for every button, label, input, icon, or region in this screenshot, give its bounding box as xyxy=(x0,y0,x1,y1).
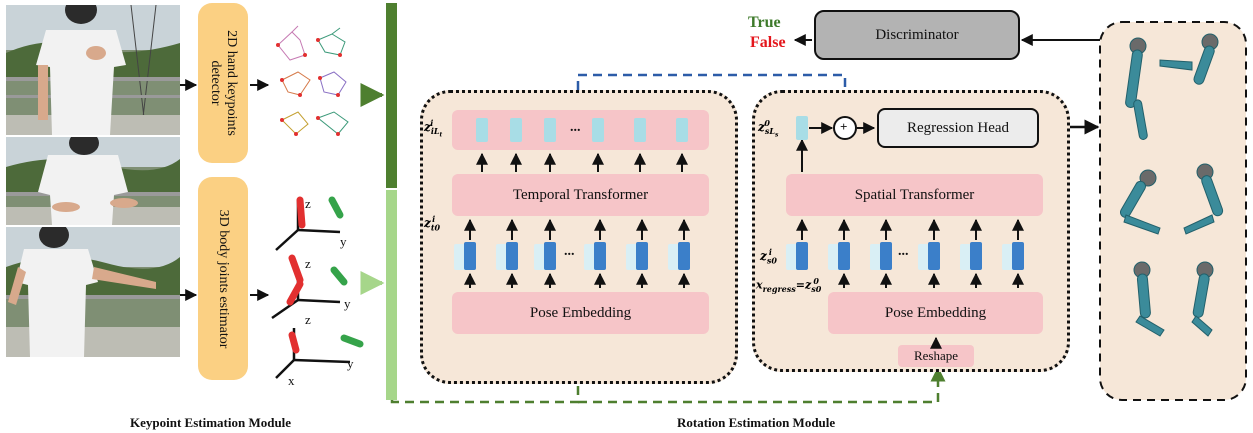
hand-keypoint-plots xyxy=(276,25,349,136)
input-frame-1 xyxy=(6,5,180,135)
spatial-transformer: Spatial Transformer xyxy=(786,174,1043,216)
regression-head: Regression Head xyxy=(877,108,1039,148)
temporal-input-token-row xyxy=(454,242,690,270)
temporal-output-tokens xyxy=(452,110,709,150)
body-joint-estimator: 3D body joints estimator xyxy=(198,177,248,380)
spatial-input-label: zs0i xyxy=(760,247,777,266)
keypoint-module-label: Keypoint Estimation Module xyxy=(130,415,292,430)
hand-feature-bar xyxy=(386,3,397,188)
spatial-pose-embedding: Pose Embedding xyxy=(828,292,1043,334)
temporal-arrows xyxy=(464,152,690,288)
axis-z-2: z xyxy=(305,256,311,271)
axis-z-3: z xyxy=(305,312,311,327)
spatial-input-token-row xyxy=(786,242,1024,270)
spatial-arrows xyxy=(796,122,1024,349)
axis-y-2: y xyxy=(344,296,351,311)
body-feature-bar xyxy=(386,190,397,400)
spatial-output-label: zsLs0 xyxy=(758,118,779,139)
temporal-pose-embedding: Pose Embedding xyxy=(452,292,709,334)
temporal-output-token-row xyxy=(476,118,688,142)
temporal-transformer: Temporal Transformer xyxy=(452,174,709,216)
axis-x-3: x xyxy=(288,373,295,388)
temporal-output-label: ziLti xyxy=(424,118,443,139)
input-frame-3 xyxy=(6,227,180,357)
spatial-output-token xyxy=(796,116,808,140)
axis-y-3: y xyxy=(347,356,354,371)
hand-keypoint-detector: 2D hand keypoints detector xyxy=(198,3,248,163)
dashed-path-spatial xyxy=(578,366,946,404)
discriminator: Discriminator xyxy=(814,10,1020,60)
body-axis-plots xyxy=(271,196,364,379)
axis-y-1: y xyxy=(340,234,347,249)
axis-z-1: z xyxy=(305,196,311,211)
verdict-true: True xyxy=(748,14,781,31)
rotation-module-label: Rotation Estimation Module xyxy=(677,415,836,430)
temporal-input-ellipsis: ... xyxy=(564,244,575,259)
regress-equation: xregress=zs00 xyxy=(756,276,822,294)
temporal-input-label: zt0i xyxy=(424,214,441,233)
temporal-output-ellipsis: ... xyxy=(570,120,581,135)
sum-node xyxy=(833,116,857,140)
sum-symbol: + xyxy=(840,119,848,134)
spatial-input-ellipsis: ... xyxy=(898,244,909,259)
person-photo-2 xyxy=(6,137,180,225)
input-frame-2 xyxy=(6,137,180,225)
reshape-block: Reshape xyxy=(898,345,974,367)
verdict-false: False xyxy=(750,34,786,51)
person-photo-3 xyxy=(6,227,180,357)
arm-renderings xyxy=(1120,33,1224,337)
person-photo-1 xyxy=(6,5,180,135)
